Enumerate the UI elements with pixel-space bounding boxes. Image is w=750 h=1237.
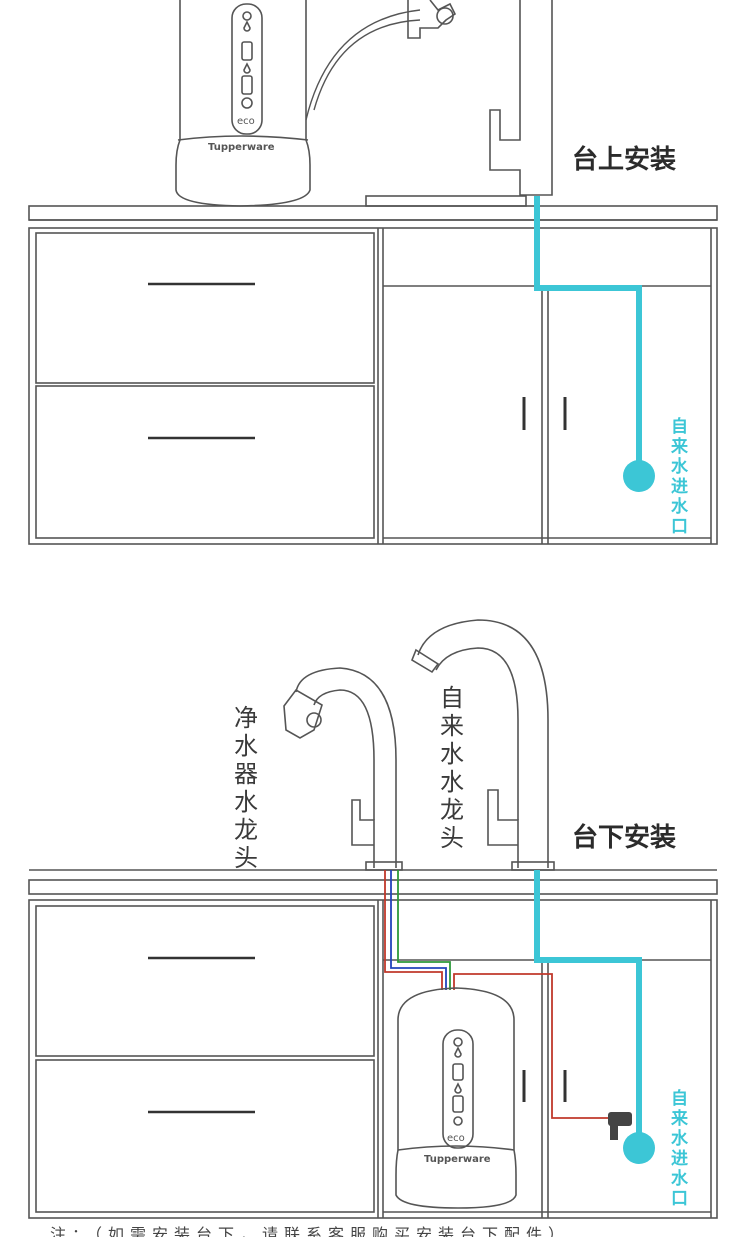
label-char: 水: [234, 732, 258, 760]
footnote-text: 注：（如需安装台下，请联系客服购买安装台下配件）: [50, 1225, 570, 1237]
inlet-label-char: 自: [671, 1088, 688, 1109]
label-char: 水: [440, 768, 464, 796]
inlet-label-char: 口: [671, 1189, 688, 1209]
water-line-bottom: [537, 870, 655, 1164]
label-char: 头: [234, 844, 258, 872]
inlet-label-char: 来: [670, 1108, 689, 1129]
countertop-bottom: [29, 870, 717, 894]
label-char: 净: [234, 704, 258, 732]
inlet-label-char: 水: [671, 496, 689, 517]
unit-brand-text: Tupperware: [424, 1154, 491, 1165]
faucet-top: [408, 0, 552, 195]
label-char: 水: [234, 788, 258, 816]
inlet-label-top: 自 来 水 进 水 口: [670, 416, 689, 537]
inlet-label-char: 水: [671, 456, 689, 477]
inlet-valve-top: [623, 460, 655, 492]
cabinet-bottom: [29, 900, 717, 1218]
inlet-valve-bottom: [623, 1132, 655, 1164]
undercounter-install-section: 台下安装 净 水 器 水 龙 头 自 来 水 水 龙 头: [29, 620, 717, 1218]
tap-faucet: [412, 620, 554, 870]
purifier-faucet: [284, 668, 402, 870]
section-title-undercounter: 台下安装: [572, 822, 676, 853]
unit-eco-text: eco: [237, 116, 255, 127]
water-line-top: [537, 196, 655, 492]
inlet-label-char: 水: [671, 1128, 689, 1149]
purifier-faucet-label: 净 水 器 水 龙 头: [234, 704, 258, 872]
inlet-label-char: 水: [671, 1168, 689, 1189]
label-char: 头: [440, 824, 464, 852]
label-char: 龙: [440, 796, 464, 824]
unit-brand-text: Tupperware: [208, 142, 275, 153]
inlet-label-bottom: 自 来 水 进 水 口: [670, 1088, 689, 1209]
inlet-label-char: 口: [671, 517, 688, 537]
label-char: 水: [440, 740, 464, 768]
inlet-label-char: 自: [671, 416, 688, 437]
purifier-unit-bottom: eco Tupperware: [396, 988, 516, 1208]
purifier-unit-top: eco Tupperware: [176, 0, 310, 206]
unit-eco-text: eco: [447, 1133, 465, 1144]
section-title-countertop: 台上安装: [572, 144, 676, 175]
label-char: 龙: [234, 816, 258, 844]
inlet-label-char: 进: [671, 477, 688, 497]
cabinet-top: [29, 228, 717, 544]
label-char: 来: [440, 712, 464, 740]
inlet-label-char: 来: [670, 436, 689, 457]
connection-hoses-top: [306, 10, 420, 120]
tap-faucet-label: 自 来 水 水 龙 头: [440, 684, 464, 852]
label-char: 器: [234, 760, 258, 788]
countertop-top: [29, 196, 717, 220]
tee-valve: [608, 1112, 632, 1140]
inlet-label-char: 进: [671, 1149, 688, 1169]
countertop-install-section: eco Tupperware: [29, 0, 717, 544]
label-char: 自: [440, 684, 464, 712]
